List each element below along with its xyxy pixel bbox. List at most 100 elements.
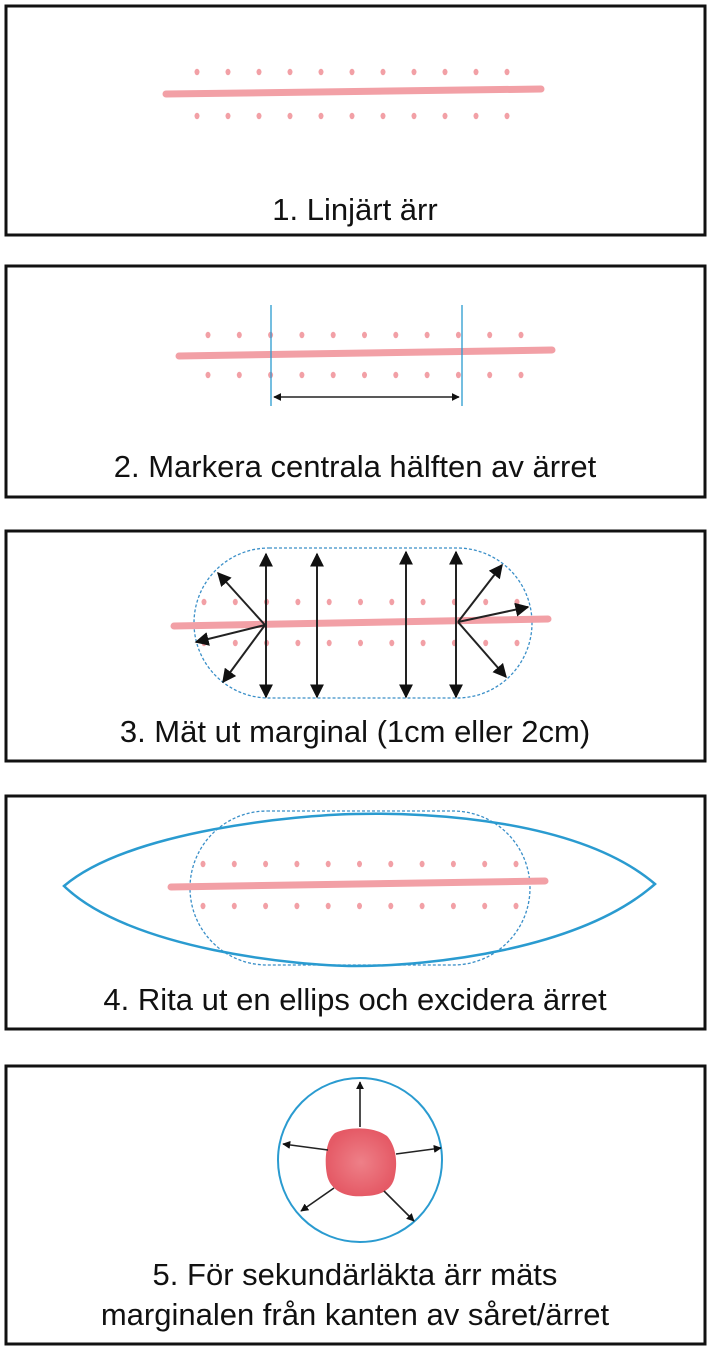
suture-dots (200, 860, 519, 910)
suture-dot (225, 68, 231, 76)
linear-scar (170, 615, 552, 630)
suture-dot (380, 68, 386, 76)
suture-dot (411, 112, 417, 120)
suture-dot (236, 371, 242, 379)
suture-dot (420, 639, 426, 647)
step-1-label: 1. Linjärt ärr (272, 192, 437, 227)
margin-arrow (222, 624, 266, 684)
step-1-panel: 1. Linjärt ärr (4, 4, 707, 237)
panel-frame (4, 4, 707, 237)
margin-arrow (282, 1140, 329, 1151)
suture-dot (504, 68, 510, 76)
suture-dot (201, 598, 207, 606)
suture-dot (236, 331, 242, 339)
margin-arrow (395, 1144, 442, 1155)
margin-arrow (457, 621, 507, 679)
margin-arrow (217, 571, 266, 626)
suture-dot (514, 639, 520, 647)
suture-dot (358, 639, 363, 647)
suture-dot (450, 860, 456, 868)
suture-dot (256, 68, 262, 76)
panel-frame (4, 1064, 707, 1346)
suture-dot (330, 371, 336, 379)
suture-dot (504, 112, 510, 120)
suture-dot (318, 68, 324, 76)
linear-scar (167, 877, 549, 891)
suture-dot (389, 598, 395, 606)
suture-dot (424, 371, 430, 379)
suture-dot (349, 112, 355, 120)
suture-dot (330, 331, 336, 339)
suture-dot (349, 68, 355, 76)
suture-dot (231, 860, 237, 868)
suture-dot (200, 902, 206, 910)
margin-circle (277, 1077, 443, 1243)
suture-dot (357, 860, 362, 868)
linear-scar (162, 85, 545, 98)
suture-dot (482, 902, 488, 910)
suture-dot (263, 860, 269, 868)
panel-frame (4, 264, 707, 499)
suture-dot (205, 331, 211, 339)
suture-dot (362, 371, 367, 379)
suture-dot (294, 860, 300, 868)
suture-dot (483, 639, 489, 647)
suture-dots (205, 331, 524, 379)
suture-dot (455, 371, 461, 379)
suture-dots (194, 68, 510, 120)
suture-dot (518, 331, 524, 339)
step-2-label: 2. Markera centrala hälften av ärret (114, 449, 597, 484)
suture-dot (299, 371, 305, 379)
step-3-label: 3. Mät ut marginal (1cm eller 2cm) (120, 714, 590, 749)
suture-dot (393, 331, 399, 339)
margin-arrows (194, 550, 530, 699)
suture-dot (326, 639, 332, 647)
suture-dot (294, 902, 300, 910)
suture-dot (205, 371, 211, 379)
margin-arrows (282, 1081, 442, 1222)
step-3-panel: 3. Mät ut marginal (1cm eller 2cm) (4, 529, 707, 763)
suture-dot (362, 331, 367, 339)
step-5-panel: 5. För sekundärläkta ärr mäts marginalen… (4, 1064, 707, 1346)
secondary-healed-scar (325, 1128, 397, 1197)
suture-dot (389, 639, 395, 647)
suture-dot (295, 639, 301, 647)
excision-ellipse (62, 812, 657, 968)
suture-dot (287, 68, 293, 76)
suture-dot (325, 902, 331, 910)
suture-dot (325, 860, 331, 868)
suture-dot (393, 371, 399, 379)
step-4-panel: 4. Rita ut en ellips och excidera ärret (4, 794, 707, 1031)
suture-dot (200, 860, 206, 868)
suture-dot (299, 331, 305, 339)
step-5-label-line1: 5. För sekundärläkta ärr mäts (153, 1257, 558, 1292)
suture-dot (473, 112, 479, 120)
margin-arrow (383, 1190, 415, 1222)
panel-frame (4, 794, 707, 1031)
suture-dot (263, 902, 269, 910)
suture-dot (424, 331, 430, 339)
step-4-label: 4. Rita ut en ellips och excidera ärret (103, 982, 607, 1017)
suture-dot (419, 902, 425, 910)
suture-dot (513, 860, 519, 868)
suture-dot (419, 860, 425, 868)
margin-arrow (300, 1187, 335, 1212)
suture-dot (518, 371, 524, 379)
suture-dot (318, 112, 324, 120)
suture-dot (420, 598, 426, 606)
suture-dot (455, 331, 461, 339)
margin-outline (193, 547, 533, 699)
suture-dot (388, 902, 394, 910)
margin-arrow (457, 563, 503, 623)
margin-arrow (194, 624, 266, 646)
suture-dot (231, 902, 237, 910)
suture-dot (411, 68, 417, 76)
suture-dot (514, 598, 520, 606)
suture-dot (483, 598, 489, 606)
suture-dot (295, 598, 301, 606)
linear-scar (175, 346, 556, 360)
suture-dot (473, 68, 479, 76)
suture-dot (482, 860, 488, 868)
suture-dot (326, 598, 332, 606)
